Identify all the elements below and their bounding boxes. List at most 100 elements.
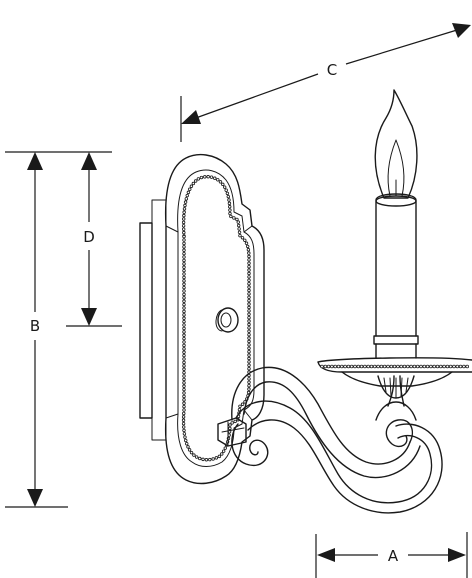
trim-bead	[245, 244, 250, 249]
trim-bead	[243, 238, 247, 242]
trim-bead	[182, 309, 186, 314]
trim-bead	[182, 404, 186, 409]
rim-bead	[399, 364, 404, 369]
rim-bead	[353, 364, 357, 369]
candle-sleeve-base	[375, 343, 417, 359]
trim-bead	[182, 347, 186, 351]
trim-bead	[185, 442, 189, 446]
trim-bead	[228, 208, 232, 212]
trim-bead	[183, 203, 187, 208]
trim-bead	[226, 194, 230, 199]
trim-bead	[227, 201, 232, 206]
trim-bead	[237, 407, 242, 412]
trim-bead	[184, 438, 188, 443]
trim-bead	[221, 182, 225, 187]
rim-bead	[432, 364, 437, 369]
dimension-d-label: D	[83, 228, 95, 246]
rim-bead	[405, 364, 410, 369]
rim-bead	[458, 364, 463, 369]
arm-upper-curve-inner	[243, 381, 421, 479]
trim-bead	[182, 343, 186, 348]
trim-bead	[236, 223, 241, 228]
trim-bead	[182, 258, 186, 263]
rim-bead	[363, 364, 367, 369]
trim-bead	[181, 418, 186, 422]
rim-bead	[438, 364, 443, 369]
trim-bead	[203, 175, 207, 179]
trim-bead	[182, 217, 186, 221]
knob-face	[217, 307, 239, 333]
trim-bead	[238, 233, 242, 238]
trim-bead	[229, 214, 233, 219]
dimension-b-arrow-top	[27, 152, 43, 170]
dimension-c-line-left	[192, 73, 319, 120]
trim-bead	[182, 302, 186, 307]
trim-bead	[247, 387, 251, 391]
trim-bead	[230, 421, 234, 425]
trim-bead	[192, 453, 196, 457]
rim-bead	[465, 364, 470, 369]
trim-bead	[182, 330, 186, 334]
trim-bead	[247, 299, 251, 303]
dimension-d-arrow-bottom	[81, 308, 97, 326]
bulb-outline	[374, 89, 418, 199]
trim-bead	[182, 279, 186, 283]
trim-bead	[247, 288, 251, 293]
trim-bead	[224, 188, 228, 192]
backplate-chamfer-lines	[165, 225, 253, 421]
trim-bead	[182, 401, 186, 405]
rim-bead	[419, 364, 423, 369]
trim-bead	[182, 360, 186, 365]
trim-bead	[182, 245, 186, 249]
rim-bead	[379, 364, 384, 369]
trim-bead	[183, 200, 188, 204]
backplate-side-edge	[139, 222, 153, 419]
trim-bead	[247, 377, 251, 381]
trim-bead	[182, 213, 186, 218]
trim-bead	[182, 234, 186, 239]
trim-bead	[182, 374, 186, 378]
trim-bead	[247, 254, 251, 259]
trim-bead	[247, 292, 251, 296]
trim-bead	[240, 402, 245, 406]
trim-bead	[236, 220, 240, 224]
trim-bead	[182, 241, 186, 246]
trim-bead	[232, 216, 236, 220]
trim-bead	[208, 457, 212, 462]
backplate-upper-step	[151, 199, 167, 224]
rim-bead	[330, 364, 334, 369]
trim-bead	[247, 261, 251, 265]
trim-bead	[182, 425, 186, 429]
trim-bead	[196, 177, 201, 181]
rim-bead	[369, 364, 374, 369]
rim-bead	[349, 364, 354, 369]
dimension-b-label: B	[30, 317, 40, 335]
trim-bead	[227, 198, 231, 202]
trim-bead	[181, 227, 186, 231]
rim-bead	[442, 364, 446, 369]
rim-bead	[366, 364, 371, 369]
rim-bead	[336, 364, 341, 369]
dimension-b-arrow-bottom	[27, 489, 43, 507]
trim-bead	[182, 377, 186, 382]
candle-sleeve-collar	[373, 335, 419, 345]
trim-bead	[247, 343, 251, 347]
trim-bead	[247, 350, 251, 354]
rim-bead	[448, 364, 453, 369]
mounting-screw-knob	[215, 307, 239, 333]
trim-bead	[247, 353, 251, 357]
trim-bead	[182, 384, 186, 388]
trim-bead	[211, 457, 215, 461]
trim-bead	[199, 175, 204, 180]
flame-tip-bulb	[374, 89, 418, 199]
trim-bead	[218, 180, 223, 184]
dimension-c-arrow-right	[452, 23, 471, 38]
knob-side	[215, 309, 223, 332]
trim-bead	[187, 448, 192, 452]
trim-bead	[247, 367, 251, 371]
trim-bead	[247, 356, 251, 361]
trim-bead	[182, 370, 186, 375]
rim-bead	[359, 364, 364, 369]
trim-bead	[182, 210, 186, 214]
trim-bead	[182, 394, 186, 399]
